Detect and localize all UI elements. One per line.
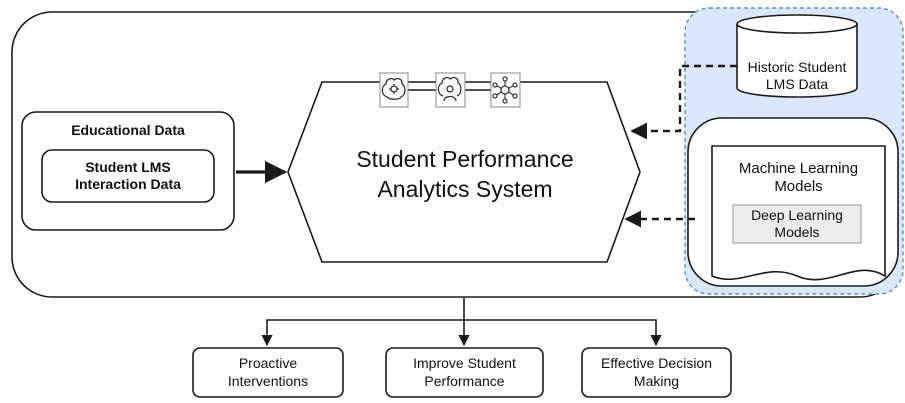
analytics-system-hexagon [287, 81, 641, 263]
outcome-box-2 [385, 347, 544, 398]
outcome-box-1 [192, 347, 344, 398]
ml-models-label: Machine Learning Models [738, 159, 859, 195]
outcome-label-3: Effective Decision Making [600, 355, 712, 389]
neural-network-icon [490, 72, 521, 108]
deep-learning-label: Deep Learning Models [751, 206, 843, 240]
student-lms-interaction-label: Student LMS Interaction Data [75, 158, 181, 192]
historic-data-arrow [630, 64, 737, 140]
historic-data-cylinder [736, 14, 858, 98]
outcome-label-2: Improve Student Performance [413, 355, 516, 389]
outcome-label-1: Proactive Interventions [227, 355, 309, 389]
deep-learning-box [732, 204, 862, 244]
educational-data-title: Educational Data [71, 122, 185, 139]
outcome-box-3 [581, 347, 732, 398]
student-lms-interaction-box [41, 149, 215, 203]
output-branch-left [261, 319, 464, 347]
analytics-system-title: Student Performance Analytics System [356, 146, 574, 202]
output-branch-right [464, 319, 662, 347]
brain-gear-icon [379, 72, 409, 108]
brain-person-icon [435, 72, 466, 108]
historic-data-label: Historic Student LMS Data [747, 58, 847, 92]
